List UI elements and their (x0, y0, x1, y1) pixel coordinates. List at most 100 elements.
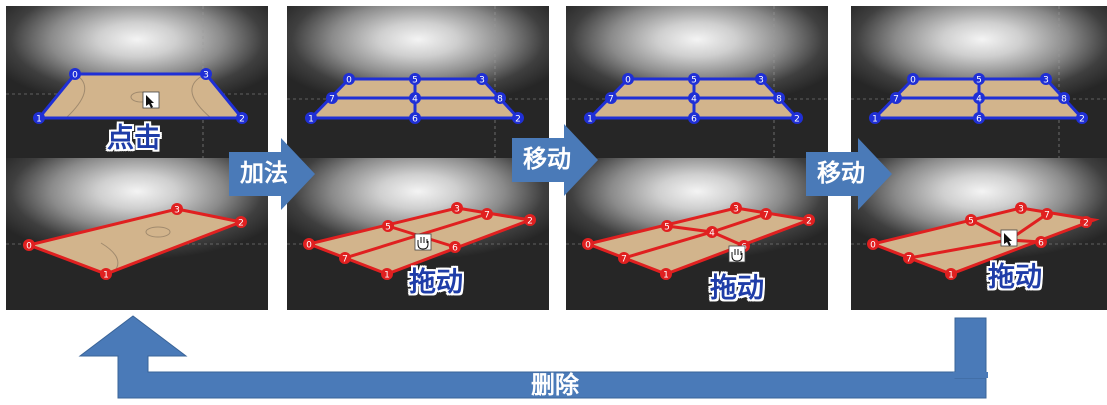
point-1: 1 (100, 268, 112, 281)
point-7b: 7 (618, 252, 630, 265)
svg-text:5: 5 (691, 76, 697, 86)
point-6: 6 (1035, 236, 1047, 249)
svg-text:3: 3 (479, 76, 485, 86)
svg-text:7: 7 (1044, 211, 1050, 221)
arrow-move-1: 移动 (512, 124, 598, 196)
point-0: 0 (69, 68, 81, 81)
svg-text:1: 1 (36, 115, 42, 125)
point-2: 2 (1080, 216, 1092, 229)
point-2: 2 (791, 112, 803, 125)
svg-text:0: 0 (625, 76, 631, 86)
point-4: 4 (688, 92, 700, 105)
point-4: 4 (706, 226, 718, 239)
panel-4-bottom: 5 3 7 2 0 6 7 1 拖动 (851, 158, 1107, 310)
svg-text:3: 3 (1043, 76, 1049, 86)
svg-text:5: 5 (968, 217, 974, 227)
svg-text:0: 0 (306, 241, 312, 251)
point-8: 8 (494, 92, 506, 105)
point-5: 5 (973, 73, 985, 86)
point-7b: 7 (339, 252, 351, 265)
court-surface (39, 74, 242, 118)
panel-2-bottom: 5 3 7 2 0 6 7 1 拖动 (287, 158, 549, 310)
svg-text:5: 5 (664, 223, 670, 233)
point-1: 1 (584, 112, 596, 125)
svg-text:1: 1 (103, 271, 109, 281)
point-3: 3 (451, 202, 463, 215)
svg-text:4: 4 (976, 95, 982, 105)
point-6: 6 (409, 112, 421, 125)
point-2: 2 (512, 112, 524, 125)
point-7: 7 (605, 92, 617, 105)
svg-text:6: 6 (452, 244, 458, 254)
svg-text:2: 2 (806, 217, 812, 227)
delete-loop-label: 删除 (531, 371, 579, 399)
svg-text:8: 8 (776, 95, 782, 105)
svg-text:4: 4 (412, 95, 418, 105)
point-0: 0 (23, 239, 35, 252)
point-4: 4 (409, 92, 421, 105)
point-6: 6 (688, 112, 700, 125)
svg-text:7: 7 (763, 211, 769, 221)
arrow-add: 加法 (229, 138, 315, 210)
svg-text:3: 3 (454, 205, 460, 215)
svg-text:1: 1 (587, 115, 593, 125)
point-1: 1 (33, 112, 45, 125)
arrow-move-1-label: 移动 (523, 145, 571, 173)
point-8: 8 (773, 92, 785, 105)
point-5: 5 (661, 220, 673, 233)
svg-text:2: 2 (515, 115, 521, 125)
point-0: 0 (303, 238, 315, 251)
point-3: 3 (755, 73, 767, 86)
svg-text:7: 7 (608, 95, 614, 105)
svg-text:1: 1 (663, 271, 669, 281)
point-1: 1 (305, 112, 317, 125)
svg-text:3: 3 (733, 205, 739, 215)
point-7: 7 (326, 92, 338, 105)
point-0: 0 (907, 73, 919, 86)
panel-2-top: 0 5 3 7 4 8 1 6 2 (287, 6, 549, 158)
point-2: 2 (524, 214, 536, 227)
point-7: 7 (1041, 208, 1053, 221)
point-1: 1 (869, 112, 881, 125)
svg-text:5: 5 (412, 76, 418, 86)
svg-text:0: 0 (72, 71, 78, 81)
point-1: 1 (660, 268, 672, 281)
svg-text:4: 4 (709, 229, 715, 239)
point-3: 3 (200, 68, 212, 81)
grab-hand-icon (728, 245, 746, 263)
panel-4-top: 0 5 3 7 4 8 1 6 2 (851, 6, 1107, 158)
click-pointer-icon (1000, 229, 1018, 247)
svg-text:6: 6 (976, 115, 982, 125)
point-1: 1 (945, 268, 957, 281)
svg-text:8: 8 (497, 95, 503, 105)
panel-1-label: 点击 (107, 123, 161, 154)
svg-text:6: 6 (691, 115, 697, 125)
point-2: 2 (235, 216, 247, 229)
point-7: 7 (760, 208, 772, 221)
point-5: 5 (688, 73, 700, 86)
point-5: 5 (409, 73, 421, 86)
point-3: 3 (730, 202, 742, 215)
svg-text:1: 1 (872, 115, 878, 125)
svg-text:0: 0 (26, 242, 32, 252)
point-0: 0 (343, 73, 355, 86)
svg-text:1: 1 (308, 115, 314, 125)
svg-text:7: 7 (621, 255, 627, 265)
svg-text:3: 3 (203, 71, 209, 81)
svg-text:6: 6 (412, 115, 418, 125)
point-7: 7 (890, 92, 902, 105)
point-7b: 7 (903, 252, 915, 265)
svg-text:2: 2 (1083, 219, 1089, 229)
point-7: 7 (481, 208, 493, 221)
svg-text:5: 5 (385, 223, 391, 233)
svg-text:8: 8 (1061, 95, 1067, 105)
svg-text:7: 7 (484, 211, 490, 221)
svg-text:6: 6 (1038, 239, 1044, 249)
svg-text:2: 2 (239, 115, 245, 125)
svg-text:1: 1 (384, 271, 390, 281)
svg-text:2: 2 (1079, 115, 1085, 125)
svg-text:2: 2 (527, 217, 533, 227)
arrow-add-label: 加法 (240, 159, 288, 187)
point-6: 6 (973, 112, 985, 125)
